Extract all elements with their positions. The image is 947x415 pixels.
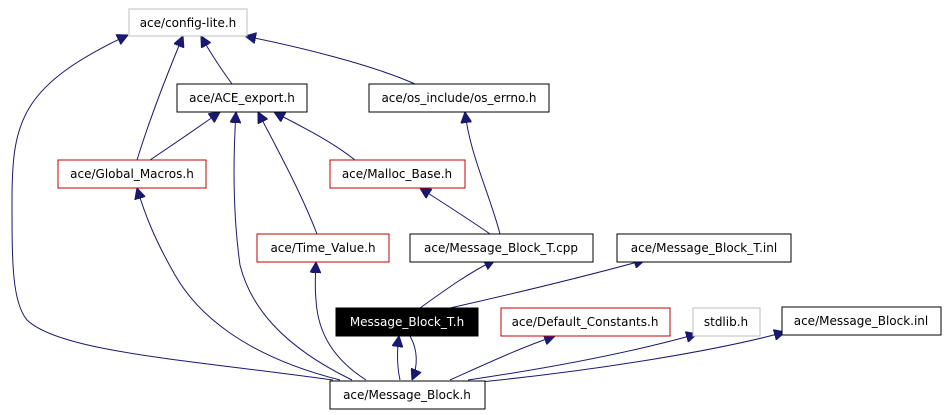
node-mb-t-cpp-box (409, 233, 594, 263)
node-ace-export-box (176, 83, 308, 113)
edge-ace-export-to-config-lite (201, 36, 233, 85)
node-message-block-h-box (329, 380, 486, 410)
node-mb-t-inl-label: ace/Message_Block_T.inl (631, 241, 777, 255)
edge-message-block-to-mb-inl (479, 332, 785, 383)
node-mb-t-cpp[interactable]: ace/Message_Block_T.cpp (409, 233, 594, 263)
node-global-macros-box (57, 159, 207, 189)
edge-os-errno-to-config-lite (245, 36, 416, 85)
edge-message-block-to-config-lite (11, 35, 334, 381)
edge-mb-t-h-to-mb-t-inl (449, 260, 645, 309)
node-message-block-t-h-label: Message_Block_T.h (350, 315, 464, 329)
node-malloc-base-box (329, 159, 466, 189)
nodes: ace/config-lite.h ace/ACE_export.h ace/o… (57, 8, 942, 410)
node-message-block-h-label: ace/Message_Block.h (343, 388, 471, 402)
edge-message-block-to-stdlib (467, 334, 697, 381)
node-message-block-t-h-box (335, 307, 479, 337)
edge-mb-t-h-to-message-block (409, 335, 416, 380)
node-mb-t-inl[interactable]: ace/Message_Block_T.inl (616, 233, 792, 263)
edge-message-block-to-time-value (315, 262, 367, 381)
edges (11, 35, 785, 383)
node-os-errno[interactable]: ace/os_include/os_errno.h (368, 83, 550, 113)
edge-mb-t-cpp-to-os-errno (465, 112, 501, 235)
node-message-block-inl-box (781, 306, 942, 336)
node-stdlib-box (692, 307, 761, 337)
edge-message-block-to-default-constants (449, 336, 555, 381)
edge-time-value-to-ace-export (258, 112, 318, 235)
edge-mb-t-h-to-mb-t-cpp (419, 260, 495, 309)
node-config-lite[interactable]: ace/config-lite.h (128, 8, 248, 37)
edge-mb-t-cpp-to-malloc-base (420, 188, 491, 235)
edge-global-macros-to-config-lite (136, 36, 183, 161)
edge-message-block-to-ace-export (234, 112, 353, 381)
node-ace-export-label: ace/ACE_export.h (189, 91, 295, 105)
node-malloc-base-label: ace/Malloc_Base.h (342, 167, 452, 181)
node-global-macros-label: ace/Global_Macros.h (70, 167, 194, 181)
node-time-value[interactable]: ace/Time_Value.h (256, 233, 390, 263)
node-os-errno-box (368, 83, 550, 113)
node-message-block-t-h[interactable]: Message_Block_T.h (335, 307, 479, 337)
node-mb-t-cpp-label: ace/Message_Block_T.cpp (424, 241, 578, 255)
node-message-block-inl[interactable]: ace/Message_Block.inl (781, 306, 942, 336)
edge-message-block-to-mb-t-h (398, 336, 400, 381)
node-stdlib[interactable]: stdlib.h (692, 307, 761, 337)
node-time-value-box (256, 233, 390, 263)
node-time-value-label: ace/Time_Value.h (270, 241, 375, 255)
node-global-macros[interactable]: ace/Global_Macros.h (57, 159, 207, 189)
node-config-lite-box (128, 8, 248, 37)
edge-message-block-to-global-macros (137, 188, 341, 381)
node-message-block-inl-label: ace/Message_Block.inl (794, 314, 929, 328)
node-malloc-base[interactable]: ace/Malloc_Base.h (329, 159, 466, 189)
node-stdlib-label: stdlib.h (704, 315, 748, 329)
edge-global-macros-to-ace-export (149, 112, 220, 161)
node-config-lite-label: ace/config-lite.h (140, 16, 237, 30)
node-ace-export[interactable]: ace/ACE_export.h (176, 83, 308, 113)
node-default-constants-label: ace/Default_Constants.h (512, 315, 659, 329)
node-os-errno-label: ace/os_include/os_errno.h (381, 91, 536, 105)
edge-malloc-base-to-ace-export (274, 112, 356, 161)
node-default-constants[interactable]: ace/Default_Constants.h (500, 307, 671, 337)
node-mb-t-inl-box (616, 233, 792, 263)
node-default-constants-box (500, 307, 671, 337)
node-message-block-h[interactable]: ace/Message_Block.h (329, 380, 486, 410)
